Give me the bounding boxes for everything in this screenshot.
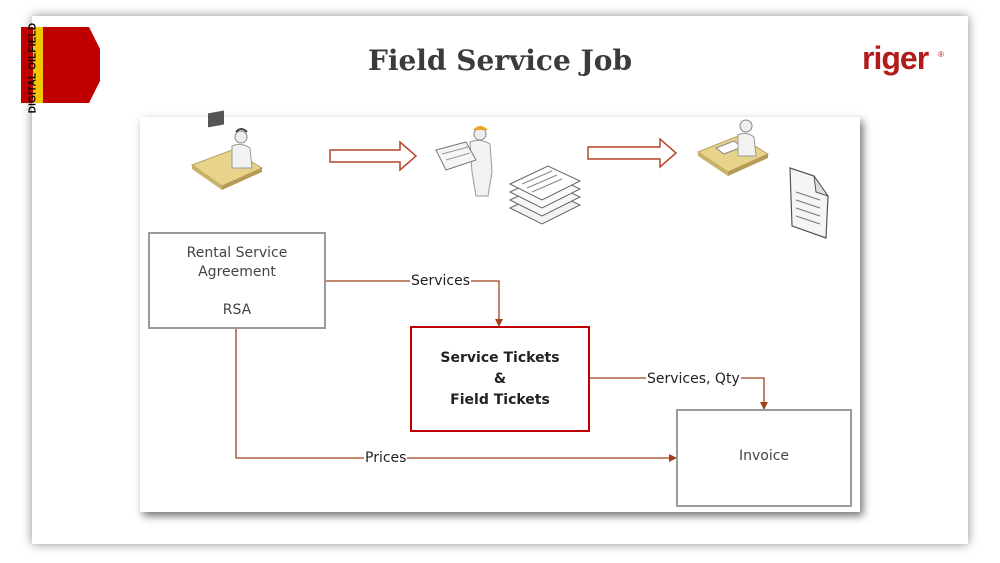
digital-oilfield-ribbon xyxy=(21,27,100,103)
document-icon xyxy=(789,167,830,239)
rental-service-agreement-node: Rental Service Agreement RSA xyxy=(148,232,326,329)
rsa-line3: RSA xyxy=(222,302,252,318)
logo-registered-mark: ® xyxy=(938,50,944,59)
connector-prices xyxy=(235,329,677,462)
page-title: Field Service Job xyxy=(367,44,633,77)
edge-label-services: Services xyxy=(410,273,472,289)
field-worker-blueprint-icon xyxy=(435,126,493,197)
invoice-label: Invoice xyxy=(738,447,790,464)
logo-text: riger xyxy=(862,40,929,76)
office-worker-desk-icon xyxy=(190,110,264,190)
flow-arrow-2 xyxy=(587,137,678,169)
tickets-line1: Service Tickets xyxy=(440,349,560,366)
service-tickets-node: Service Tickets & Field Tickets xyxy=(410,326,590,432)
diagram-panel xyxy=(140,117,860,512)
document-stack-icon xyxy=(508,165,582,225)
rsa-line2: Agreement xyxy=(198,264,276,280)
invoice-node: Invoice xyxy=(676,409,852,507)
tickets-line2: & xyxy=(493,370,507,387)
riger-logo: riger ® xyxy=(862,40,952,84)
office-worker-paperwork-icon xyxy=(696,119,770,176)
edge-label-services-qty: Services, Qty xyxy=(646,371,741,387)
edge-label-prices: Prices xyxy=(364,450,408,466)
rsa-line1: Rental Service xyxy=(186,245,288,261)
flow-arrow-1 xyxy=(329,140,418,172)
connector-services xyxy=(326,280,503,327)
tickets-line3: Field Tickets xyxy=(450,391,550,408)
